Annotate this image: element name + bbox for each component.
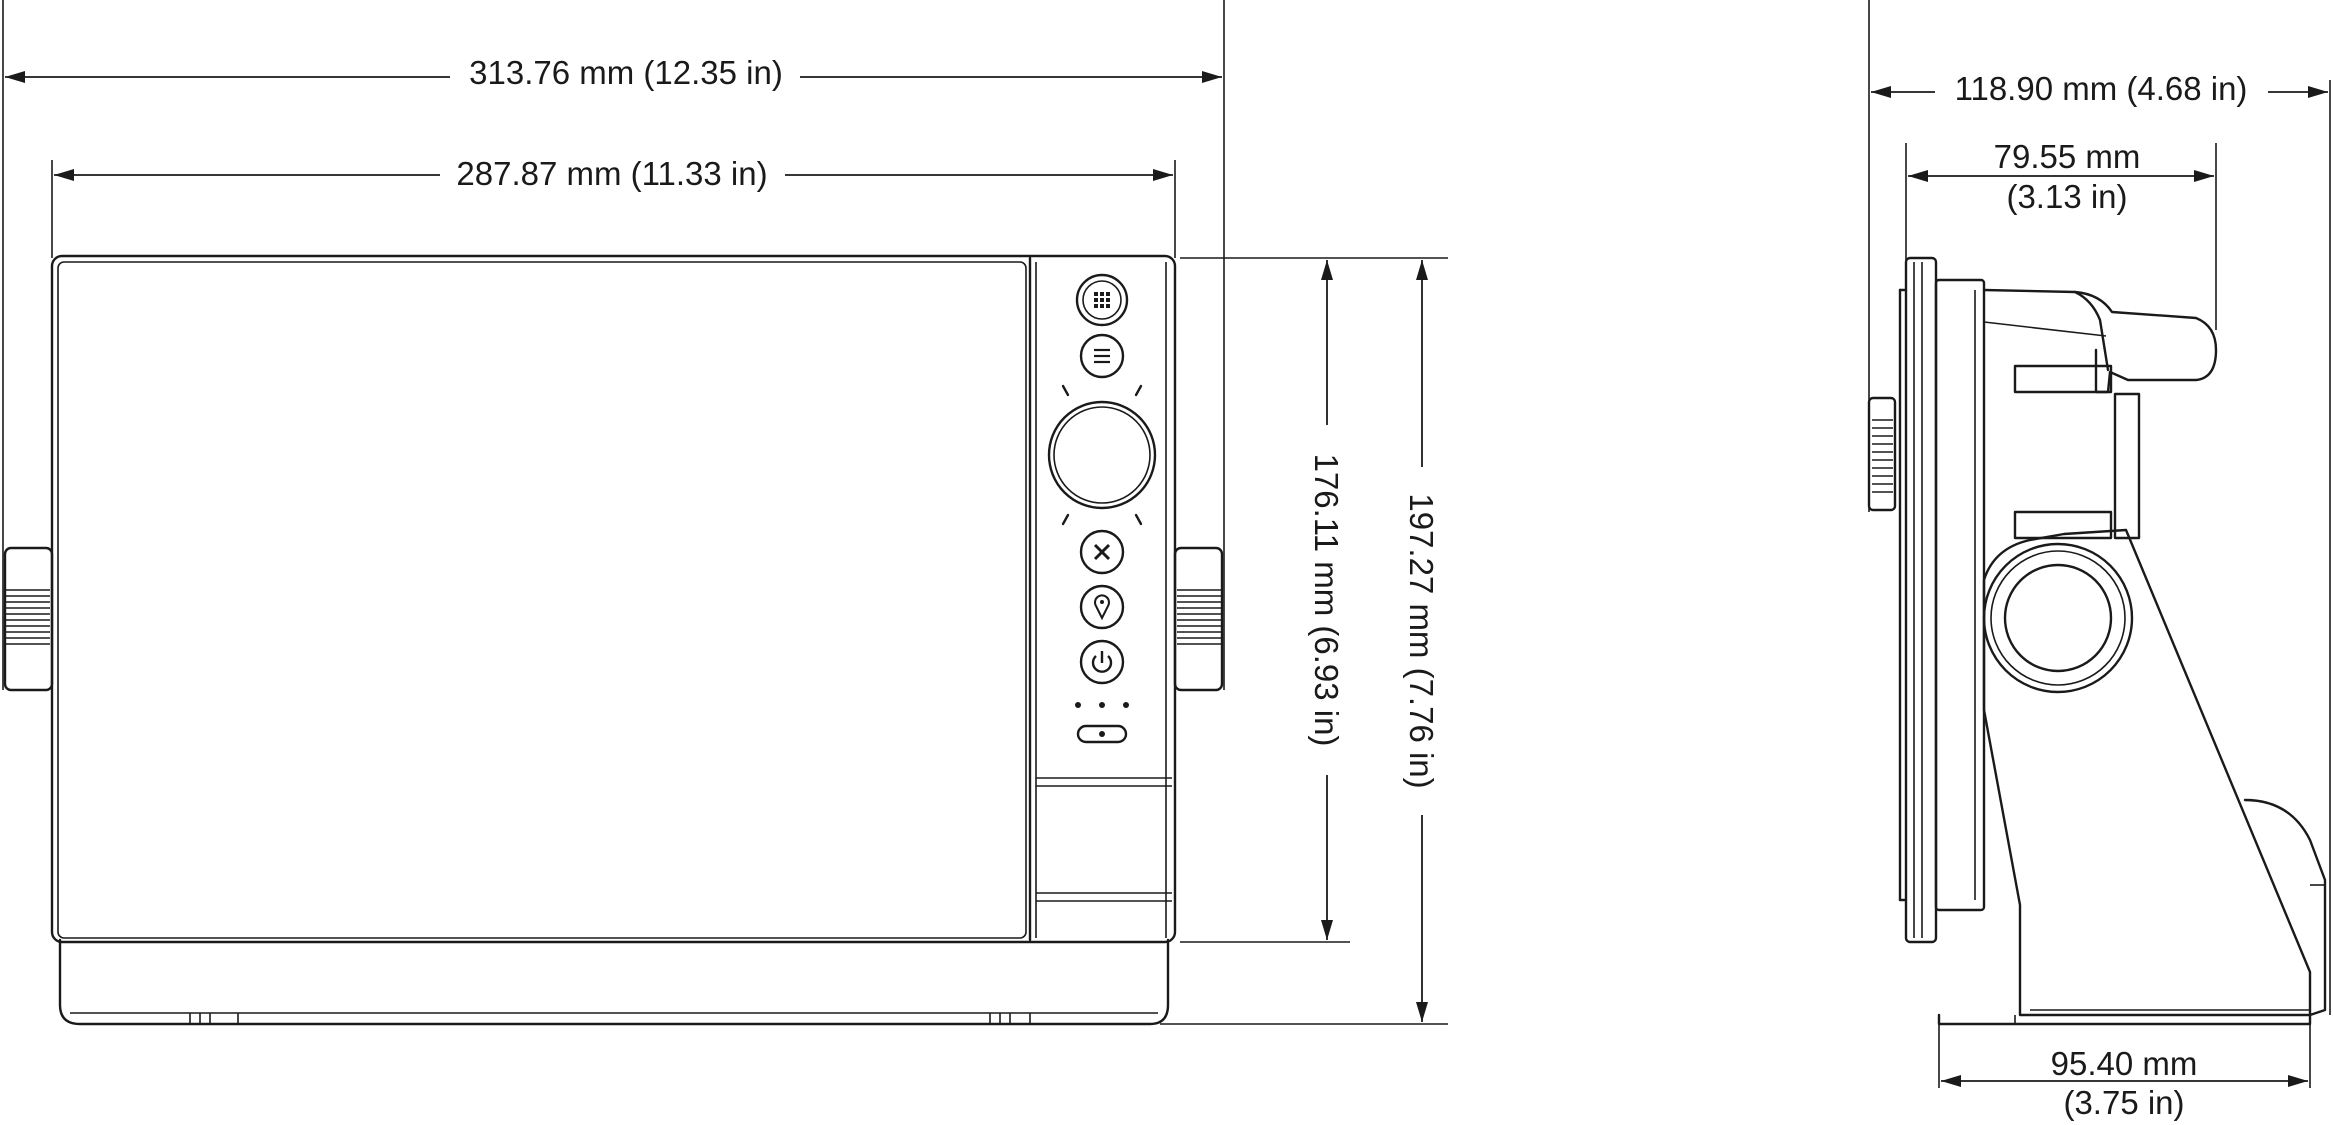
dim-overall-height: 197.27 mm (7.76 in) [1403,260,1440,1022]
overall-height-label: 197.27 mm (7.76 in) [1403,493,1440,788]
side-bracket-knob [1982,542,2134,694]
dim-side-base-depth: 95.40 mm (3.75 in) [1941,1045,2308,1121]
home-button[interactable] [1075,273,1129,327]
dim-overall-width: 313.76 mm (12.35 in) [5,54,1222,91]
menu-button[interactable] [1079,333,1125,379]
grid-icon [1094,292,1110,308]
cancel-button[interactable] [1079,529,1125,575]
dim-screen-height: 176.11 mm (6.93 in) [1308,260,1345,940]
close-icon [1093,543,1111,561]
screen-height-label: 176.11 mm (6.93 in) [1308,454,1345,747]
side-base-depth-mm-label: 95.40 mm [2051,1045,2198,1082]
pin-dot [1100,600,1104,604]
slot-dot [1099,731,1105,737]
side-bracket-depth-mm-label: 79.55 mm [1994,138,2141,175]
side-view-knob [1867,396,1897,512]
rotary-knob[interactable] [1047,400,1157,510]
side-view: 118.90 mm (4.68 in) 79.55 mm (3.13 in) 9… [1867,0,2331,1121]
left-mount-knob [3,546,54,692]
side-base-depth-in-label: (3.75 in) [2063,1084,2184,1121]
bracket-base [58,938,1170,1026]
front-view: 313.76 mm (12.35 in) 287.87 mm (11.33 in… [2,0,1448,1026]
side-bracket-depth-in-label: (3.13 in) [2006,178,2127,215]
display-housing [50,254,1177,944]
side-bracket-body [1982,528,2327,1017]
dim-side-overall-depth: 118.90 mm (4.68 in) [1871,70,2328,107]
dim-side-bracket-depth: 79.55 mm (3.13 in) [1908,138,2214,215]
location-pin-icon [1094,594,1110,621]
waypoint-button[interactable] [1079,584,1125,630]
side-base-plate [1937,1013,2312,1026]
side-display-profile [1898,256,1986,944]
side-bracket-arm [1982,288,2218,540]
dim-screen-width: 287.87 mm (11.33 in) [54,155,1173,192]
card-slot-button[interactable] [1076,724,1128,744]
overall-width-label: 313.76 mm (12.35 in) [469,54,783,91]
menu-icon [1094,348,1110,364]
knob-indicator-marks [1061,384,1143,526]
display-screen [57,261,1027,939]
power-icon [1091,651,1113,673]
side-overall-depth-label: 118.90 mm (4.68 in) [1955,70,2248,107]
right-mount-knob [1173,546,1224,692]
indicator-dots [1075,702,1129,708]
power-button[interactable] [1079,639,1125,685]
screen-width-label: 287.87 mm (11.33 in) [456,155,767,192]
